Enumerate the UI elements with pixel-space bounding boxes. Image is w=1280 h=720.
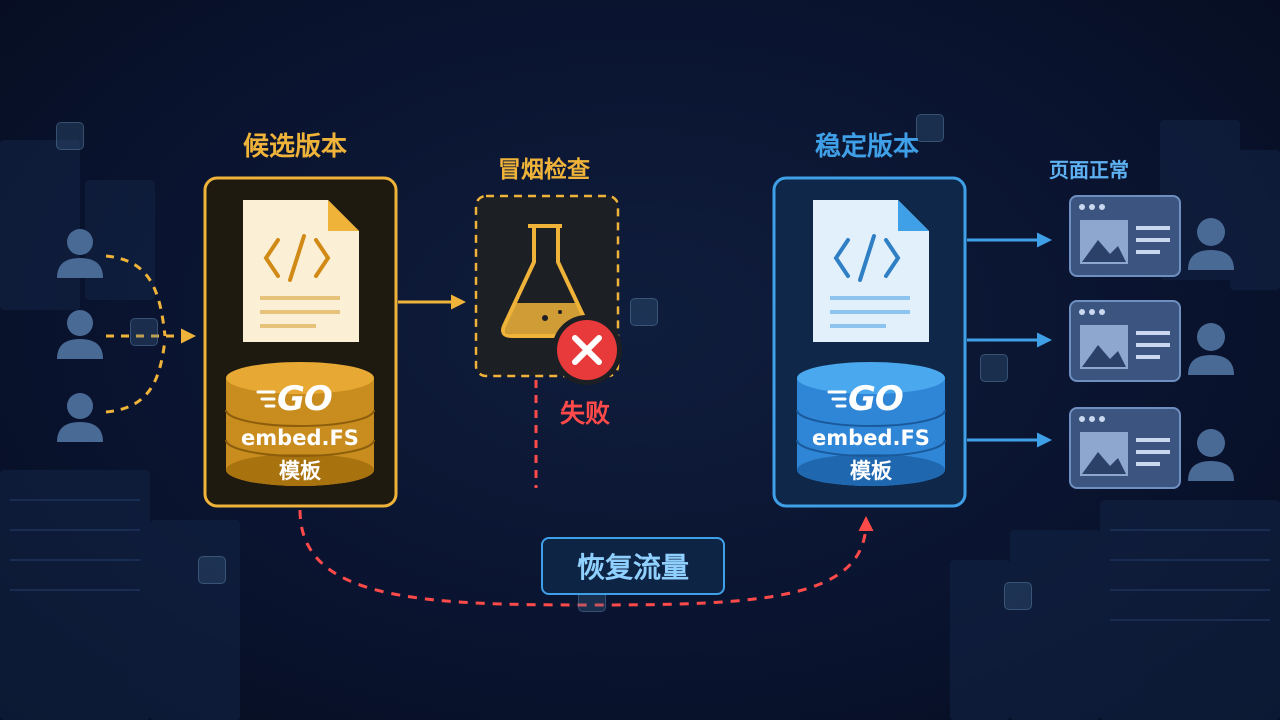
- watermark-logo-icon: [56, 122, 84, 150]
- stable-template-label: 模板: [850, 459, 892, 483]
- watermark-logo-icon: [1004, 582, 1032, 610]
- user-traffic-arrows: [105, 254, 196, 414]
- code-file-icon: [813, 200, 929, 342]
- watermark-logo-icon: [980, 354, 1008, 382]
- smoke-test-label: 冒烟检查: [498, 157, 590, 183]
- user-icon: [1188, 218, 1234, 270]
- browser-window-icon: [1069, 300, 1181, 382]
- user-icon: [57, 229, 103, 278]
- watermark-logo-icon: [198, 556, 226, 584]
- go-logo: GO: [277, 379, 333, 419]
- candidate-embed-label: embed.FS: [241, 426, 359, 450]
- code-file-icon: [243, 200, 359, 342]
- user-icon: [1188, 323, 1234, 375]
- page-normal-label: 页面正常: [1049, 158, 1129, 182]
- watermark-logo-icon: [130, 318, 158, 346]
- watermark-logo-icon: [630, 298, 658, 326]
- watermark-logo-icon: [916, 114, 944, 142]
- database-icon: [225, 362, 375, 486]
- browser-window-icon: [1069, 407, 1181, 489]
- recover-traffic-label: 恢复流量: [541, 537, 725, 595]
- stable-version-label: 稳定版本: [815, 132, 920, 162]
- user-icon: [1188, 429, 1234, 481]
- recovery-flow-arrow: [298, 509, 874, 607]
- candidate-template-label: 模板: [279, 459, 321, 483]
- database-icon: [796, 362, 946, 486]
- stable-to-pages-arrows: [967, 232, 1052, 448]
- browser-window-icon: [1069, 195, 1181, 277]
- fail-label: 失败: [560, 399, 611, 428]
- x-circle-icon: [552, 315, 622, 385]
- stable-embed-label: embed.FS: [812, 426, 930, 450]
- go-logo: GO: [848, 379, 904, 419]
- background-servers: [0, 120, 1280, 720]
- user-icon: [57, 393, 103, 442]
- user-icon: [57, 310, 103, 359]
- candidate-version-label: 候选版本: [243, 132, 348, 162]
